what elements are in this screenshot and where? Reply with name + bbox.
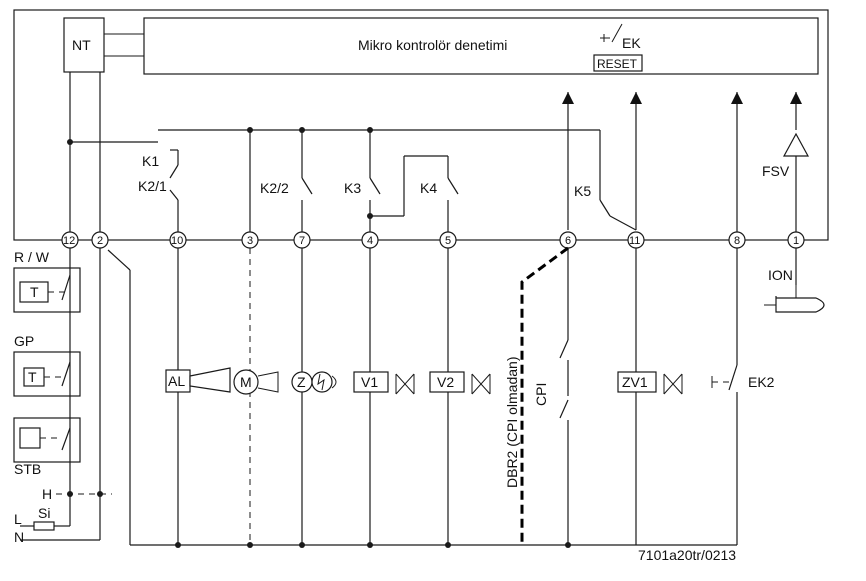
relay-k4: K4 bbox=[420, 156, 459, 240]
rw-label: R / W bbox=[14, 249, 50, 265]
stb-label: STB bbox=[14, 461, 41, 477]
h-label: H bbox=[42, 486, 52, 502]
cpi-switch: CPI bbox=[533, 339, 569, 440]
valve-v1: V1 bbox=[353, 371, 415, 395]
motor-load: M bbox=[233, 369, 279, 395]
dbr2-label: DBR2 (CPI olmadan) bbox=[504, 357, 520, 489]
z-label: Z bbox=[297, 374, 306, 390]
ek2-label: EK2 bbox=[748, 374, 775, 390]
svg-text:T: T bbox=[28, 369, 37, 385]
zv1-label: ZV1 bbox=[622, 374, 648, 390]
svg-text:12: 12 bbox=[63, 235, 75, 247]
relay-k2-2: K2/2 bbox=[260, 130, 313, 240]
valve-zv1: ZV1 bbox=[617, 371, 683, 395]
svg-text:1: 1 bbox=[793, 235, 799, 247]
nt-box bbox=[63, 17, 105, 73]
k1-label: K1 bbox=[142, 153, 159, 169]
si-label: Si bbox=[38, 505, 50, 521]
relay-k1: K1 K2/1 bbox=[138, 149, 179, 240]
k2-1-label: K2/1 bbox=[138, 178, 167, 194]
k3-label: K3 bbox=[344, 180, 361, 196]
cpi-label: CPI bbox=[533, 383, 549, 406]
ek-label: EK bbox=[622, 35, 641, 51]
svg-text:5: 5 bbox=[445, 235, 451, 247]
fsv-label: FSV bbox=[762, 163, 790, 179]
al-label: AL bbox=[168, 373, 185, 389]
l-label: L bbox=[14, 511, 22, 527]
fsv-amplifier: FSV bbox=[762, 132, 810, 240]
svg-text:2: 2 bbox=[97, 235, 103, 247]
valve-v2: V2 bbox=[429, 371, 491, 395]
svg-text:10: 10 bbox=[171, 235, 183, 247]
k4-label: K4 bbox=[420, 180, 437, 196]
svg-text:6: 6 bbox=[565, 235, 571, 247]
fuse bbox=[33, 521, 55, 531]
k5-label: K5 bbox=[574, 183, 591, 199]
m-label: M bbox=[240, 374, 252, 390]
ek-switch: EK bbox=[600, 23, 641, 51]
control-unit-frame bbox=[13, 9, 829, 241]
microcontroller-box bbox=[143, 17, 819, 75]
v1-label: V1 bbox=[361, 374, 378, 390]
gp-label: GP bbox=[14, 333, 34, 349]
nt-label: NT bbox=[72, 37, 91, 53]
svg-text:4: 4 bbox=[367, 235, 373, 247]
ek2-switch: EK2 bbox=[711, 364, 775, 391]
alarm-load: AL bbox=[165, 367, 231, 393]
drawing-code: 7101a20tr/0213 bbox=[638, 547, 736, 563]
terminal-row: 12 2 10 3 7 4 5 6 11 8 1 bbox=[61, 231, 805, 249]
microcontroller-label: Mikro kontrolör denetimi bbox=[358, 37, 507, 53]
relay-k5: K5 bbox=[574, 183, 637, 231]
svg-text:11: 11 bbox=[629, 235, 640, 247]
dbr2-connection bbox=[520, 246, 569, 545]
svg-text:8: 8 bbox=[734, 235, 740, 247]
svg-text:3: 3 bbox=[247, 235, 253, 247]
input-arrows bbox=[562, 92, 802, 240]
svg-text:T: T bbox=[30, 284, 39, 300]
ion-probe: ION bbox=[764, 267, 825, 313]
k2-2-label: K2/2 bbox=[260, 180, 289, 196]
ignition-load: Z bbox=[291, 371, 337, 393]
n-label: N bbox=[14, 529, 24, 545]
reset-box bbox=[593, 54, 643, 72]
svg-text:7: 7 bbox=[299, 235, 305, 247]
reset-label: RESET bbox=[597, 57, 638, 71]
ion-label: ION bbox=[768, 267, 793, 283]
v2-label: V2 bbox=[437, 374, 454, 390]
